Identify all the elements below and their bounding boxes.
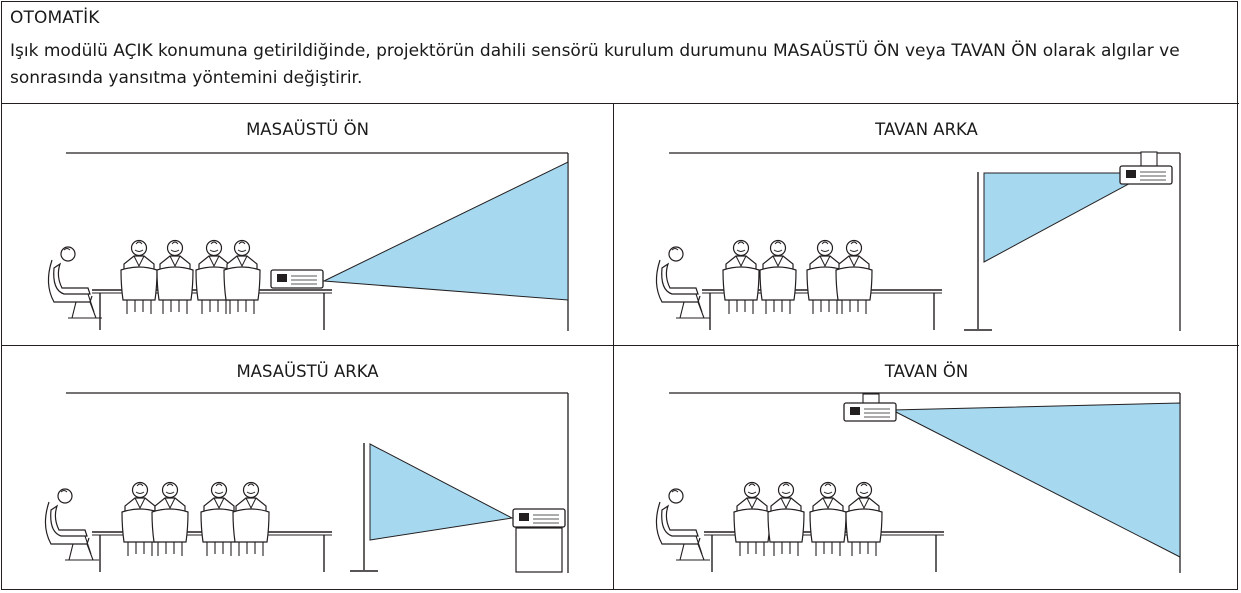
person-side-icon: [655, 488, 711, 561]
person-icon: [767, 481, 805, 557]
mode-description: Işık modülü AÇIK konumuna getirildiğinde…: [10, 41, 1180, 88]
projector-icon: [270, 269, 324, 289]
projection-beam: [983, 172, 1150, 263]
person-side-icon: [655, 246, 711, 319]
person-icon: [232, 481, 270, 557]
person-icon: [151, 481, 189, 557]
projection-beam: [891, 402, 1181, 558]
panel-desk-front: MASAÜSTÜ ÖN: [2, 104, 614, 346]
intro-section: OTOMATİK Işık modülü AÇIK konumuna getir…: [2, 2, 1239, 104]
person-icon: [835, 239, 873, 315]
panel-label: MASAÜSTÜ ÖN: [246, 120, 369, 139]
ceiling-rear-illustration: [655, 151, 1181, 331]
projector-icon: [512, 508, 566, 528]
desk-rear-illustration: [44, 392, 569, 573]
person-side-icon: [47, 246, 103, 319]
person-icon: [809, 481, 847, 557]
panel-label: TAVAN ARKA: [875, 120, 978, 139]
person-side-icon: [44, 488, 100, 561]
panel-ceiling-front: TAVAN ÖN: [614, 346, 1239, 590]
panel-label: TAVAN ÖN: [884, 362, 969, 381]
person-icon: [759, 239, 797, 315]
ceiling-front-illustration: [655, 392, 1181, 573]
projector-stand: [515, 527, 563, 573]
person-icon: [156, 239, 194, 315]
person-icon: [200, 481, 238, 557]
panel-label: MASAÜSTÜ ARKA: [236, 362, 379, 381]
person-icon: [845, 481, 883, 557]
desk-front-illustration: [47, 152, 569, 331]
mode-title: OTOMATİK: [10, 8, 100, 28]
person-icon: [722, 239, 760, 315]
person-icon: [733, 481, 771, 557]
projection-beam: [369, 443, 514, 541]
projector-icon: [1119, 165, 1173, 185]
projector-icon: [843, 402, 897, 422]
projection-beam: [322, 161, 569, 301]
person-icon: [223, 239, 261, 315]
person-icon: [120, 239, 158, 315]
panel-ceiling-rear: TAVAN ARKA: [614, 104, 1239, 346]
panel-desk-rear: MASAÜSTÜ ARKA: [2, 346, 614, 590]
